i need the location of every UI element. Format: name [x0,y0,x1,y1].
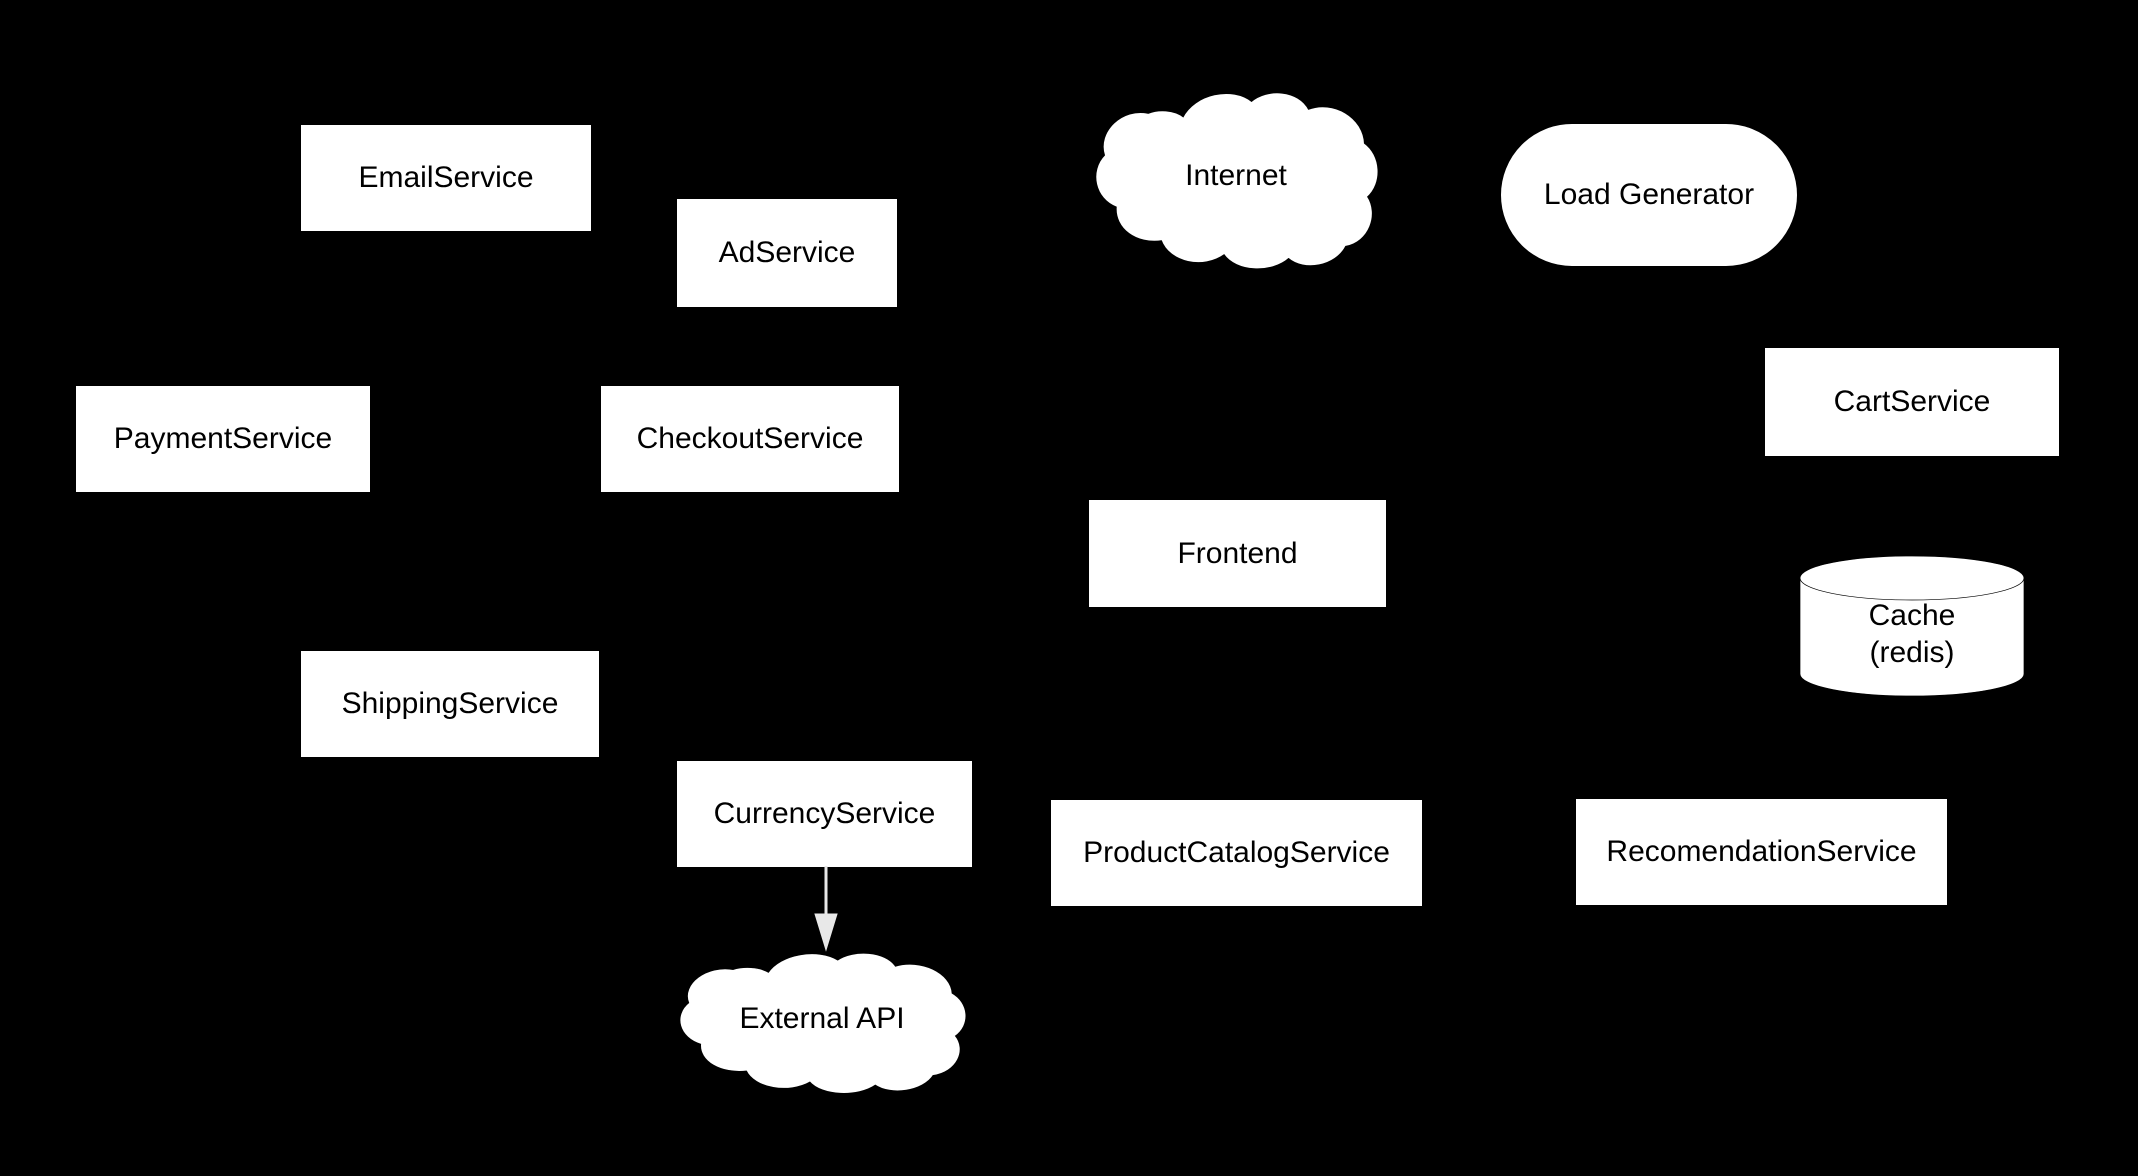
node-load-generator[interactable]: Load Generator [1500,123,1798,267]
cloud-shape-svg [680,953,966,1093]
node-product-catalog-service[interactable]: ProductCatalogService [1050,799,1423,907]
cloud-shape-svg [1096,93,1378,269]
node-currency-service[interactable]: CurrencyService [676,760,973,868]
node-shipping-service[interactable]: ShippingService [300,650,600,758]
node-label-email-service: EmailService [358,161,534,195]
node-label-recomendation-service: RecomendationService [1606,835,1917,869]
node-recomendation-service[interactable]: RecomendationService [1575,798,1948,906]
node-label-load-generator: Load Generator [1543,178,1755,212]
node-payment-service[interactable]: PaymentService [75,385,371,493]
edge-currency-to-external-api [812,866,840,952]
node-label-frontend: Frontend [1177,536,1298,570]
arrow-shape-svg [814,866,838,952]
node-internet[interactable]: Internet [1090,85,1382,271]
node-label-cart-service: CartService [1833,385,1991,419]
node-cart-service[interactable]: CartService [1764,347,2060,457]
node-cache-redis[interactable]: Cache (redis) [1800,556,2024,696]
node-label-product-catalog-service: ProductCatalogService [1083,836,1390,870]
node-label-checkout-service: CheckoutService [636,422,864,456]
node-label-currency-service: CurrencyService [713,797,936,831]
node-email-service[interactable]: EmailService [300,124,592,232]
node-label-internet: Internet [1185,159,1287,192]
node-label-shipping-service: ShippingService [341,687,559,721]
node-label-ad-service: AdService [718,236,856,270]
node-ad-service[interactable]: AdService [676,198,898,308]
node-checkout-service[interactable]: CheckoutService [600,385,900,493]
node-label-cache-redis: Cache (redis) [1868,599,1956,669]
cylinder-shape-svg [1800,556,2024,696]
node-label-external-api: External API [739,1002,905,1035]
node-external-api[interactable]: External API [674,947,970,1095]
node-label-payment-service: PaymentService [113,422,333,456]
node-frontend[interactable]: Frontend [1088,499,1387,608]
